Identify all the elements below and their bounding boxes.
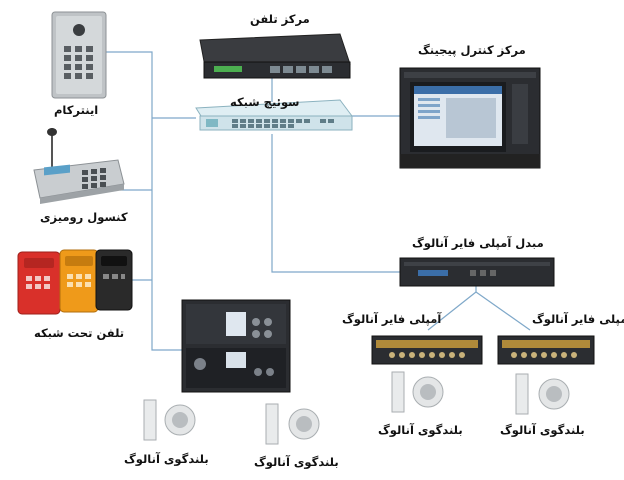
label-speaker-1: بلندگوی آنالوگ [124,452,209,466]
fiber-amp-converter-device [399,257,555,287]
label-ip-phone: تلفن تحت شبکه [34,326,125,340]
speaker-2-device [265,403,320,445]
label-amp-left: آمپلی فایر آنالوگ [342,312,442,326]
label-speaker-3: بلندگوی آنالوگ [378,423,463,437]
network-switch-device [195,99,353,131]
label-speaker-4: بلندگوی آنالوگ [500,423,585,437]
connector-amp-left [427,291,477,331]
connector-switch-down [271,134,400,273]
label-amp-right: آمپلی فایر آنالوگ [532,312,624,326]
desk-console-device [33,128,125,204]
connector-backbone-left [106,51,182,351]
label-fiber-amp-converter: مبدل آمپلی فایر آنالوگ [412,236,544,250]
intercom-device [51,11,107,99]
connector-amp-right [475,291,531,331]
paging-control-center-device [399,67,541,169]
label-intercom: اینترکام [54,103,99,117]
label-paging-control-center: مرکز کنترل پیجینگ [418,43,526,57]
label-network-switch: سوئیچ شبکه [230,95,300,109]
central-amplifier-device [181,299,291,393]
analog-amplifier-left-device [371,335,483,365]
analog-amplifier-right-device [497,335,595,365]
speaker-3-device [391,371,444,413]
label-speaker-2: بلندگوی آنالوگ [254,455,339,469]
label-phone-center: مرکز تلفن [250,12,310,26]
speaker-4-device [515,373,570,415]
connection-lines [106,51,531,351]
speaker-1-device [143,399,196,441]
ip-phones-device [17,249,133,315]
label-desk-console: کنسول رومیزی [40,210,128,224]
phone-center-device [199,33,351,79]
